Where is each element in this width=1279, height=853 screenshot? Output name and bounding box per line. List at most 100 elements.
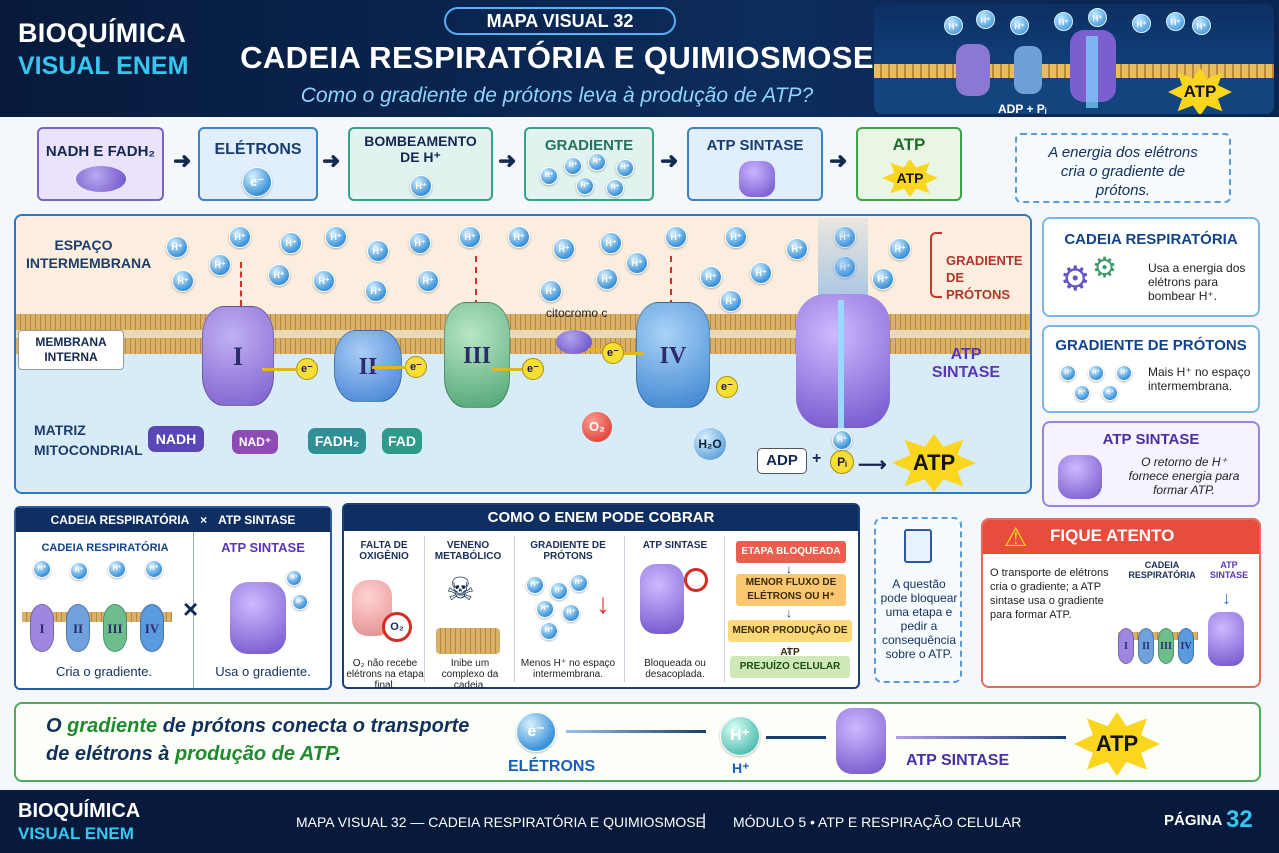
chain-step-2: MENOR FLUXO DE ELÉTRONS OU H⁺ bbox=[736, 574, 846, 606]
atp-synthase-icon bbox=[836, 708, 886, 774]
clipboard-icon bbox=[904, 529, 932, 563]
atp-synthase-icon bbox=[640, 564, 684, 634]
proton-icon: H⁺ bbox=[268, 264, 290, 286]
compare-left-caption: Cria o gradiente. bbox=[55, 664, 153, 679]
enem-col2-caption: Inibe um complexo da cadeia. bbox=[441, 658, 499, 691]
hero-ion: H⁺ bbox=[1088, 8, 1107, 27]
flow-note: A energia dos elétrons cria o gradiente … bbox=[1015, 133, 1231, 203]
proton-icon: H⁺ bbox=[33, 560, 51, 578]
summary-synthase-label: ATP SINTASE bbox=[906, 752, 1010, 769]
hero-adp: ADP + Pᵢ bbox=[998, 102, 1047, 114]
enem-title: COMO O ENEM PODE COBRAR bbox=[344, 505, 858, 531]
atp-synthase-icon bbox=[230, 582, 286, 654]
proton-icon: H⁺ bbox=[410, 175, 432, 197]
proton-icon: H⁺ bbox=[313, 270, 335, 292]
water-icon: H₂O bbox=[694, 428, 726, 460]
footer-module: MÓDULO 5 • ATP E RESPIRAÇÃO CELULAR bbox=[733, 814, 1022, 830]
proton-icon: H⁺ bbox=[600, 232, 622, 254]
side-synthase-title: ATP SINTASE bbox=[1102, 431, 1200, 448]
attention-chain-label: CADEIA RESPIRATÓRIA bbox=[1128, 560, 1196, 580]
compare-right-caption: Usa o gradiente. bbox=[215, 664, 311, 679]
proton-icon: H⁺ bbox=[108, 560, 126, 578]
label-matrix: MATRIZ MITOCONDRIAL bbox=[34, 422, 143, 458]
summary-text: O gradiente de prótons conecta o transpo… bbox=[46, 712, 476, 768]
footer-brand-line1: BIOQUÍMICA bbox=[18, 800, 141, 822]
side-panel-chain: CADEIA RESPIRATÓRIA ⚙ ⚙ Usa a energia do… bbox=[1042, 217, 1260, 317]
proton-icon: H⁺ bbox=[540, 280, 562, 302]
chain-step-3: MENOR PRODUÇÃO DE ATP bbox=[728, 620, 852, 658]
label-cytochrome: citocromo c bbox=[546, 306, 608, 320]
proton-icon: H⁺ bbox=[588, 153, 606, 171]
proton-icon: H⁺ bbox=[280, 232, 302, 254]
attention-title: FIQUE ATENTO bbox=[1050, 526, 1175, 545]
enem-col1-caption: O₂ não recebe elétrons na etapa final. bbox=[346, 658, 424, 691]
proton-icon: H⁺ bbox=[576, 177, 594, 195]
flow-synthase-label: ATP SINTASE bbox=[706, 137, 804, 154]
hero-ion: H⁺ bbox=[944, 16, 963, 35]
proton-icon: H⁺ bbox=[832, 430, 852, 450]
proton-icon: H⁺ bbox=[325, 226, 347, 248]
atp-synthase-icon bbox=[1208, 612, 1244, 666]
versus-x: × bbox=[183, 594, 199, 624]
arrow-icon: ↓ bbox=[786, 642, 792, 656]
electron-icon: e⁻ bbox=[405, 356, 427, 378]
flow-arrow-icon: ➜ bbox=[322, 148, 341, 173]
proton-icon: H⁺ bbox=[1088, 365, 1104, 381]
summary-panel bbox=[14, 702, 1261, 782]
hero-ion: H⁺ bbox=[1192, 16, 1211, 35]
summary-pre: O bbox=[46, 715, 68, 737]
hero-ion: H⁺ bbox=[1166, 12, 1185, 31]
chip-nadh: NADH bbox=[148, 426, 204, 452]
mini-complex-iv: IV bbox=[140, 604, 164, 652]
side-panel-synthase: ATP SINTASE O retorno de H⁺ fornece ener… bbox=[1042, 421, 1260, 507]
proton-icon: H⁺ bbox=[367, 240, 389, 262]
page-title: CADEIA RESPIRATÓRIA E QUIMIOSMOSE bbox=[240, 40, 874, 75]
compare-header-left: CADEIA RESPIRATÓRIA bbox=[50, 513, 189, 527]
adp-label: ADP bbox=[757, 448, 807, 474]
atp-synthase-icon bbox=[1058, 455, 1102, 499]
summary-end: . bbox=[335, 743, 342, 765]
proton-icon: H⁺ bbox=[596, 268, 618, 290]
label-atp-synthase: ATP SINTASE bbox=[931, 346, 1001, 381]
proton-icon: H⁺ bbox=[417, 270, 439, 292]
proton-icon: H⁺ bbox=[1074, 385, 1090, 401]
nadh-molecule-icon bbox=[75, 166, 126, 192]
flow-arrow-icon: ➜ bbox=[173, 148, 192, 173]
enem-col1-title: FALTA DE OXIGÊNIO bbox=[359, 540, 409, 562]
enem-col4-title: ATP SINTASE bbox=[642, 540, 708, 551]
proton-icon: H⁺ bbox=[665, 226, 687, 248]
flow-nadh-label: NADH E FADH₂ bbox=[45, 143, 156, 160]
complex-i: I bbox=[202, 306, 274, 406]
side-gradient-title: GRADIENTE DE PRÓTONS bbox=[1055, 337, 1247, 354]
pump-arrow-icon bbox=[670, 256, 672, 306]
proton-icon: H⁺ bbox=[570, 574, 588, 592]
pump-arrow-icon bbox=[475, 256, 477, 306]
brand-line2: VISUAL ENEM bbox=[18, 52, 189, 80]
hero-ion: H⁺ bbox=[976, 10, 995, 29]
flow-arrow-icon: ➜ bbox=[829, 148, 848, 173]
proton-icon: H⁺ bbox=[292, 594, 308, 610]
proton-icon: H⁺ bbox=[1060, 365, 1076, 381]
mini-complex-iii: III bbox=[1158, 628, 1174, 664]
flow-gradient-box: GRADIENTE H⁺ H⁺ H⁺ H⁺ H⁺ H⁺ bbox=[524, 127, 654, 201]
flow-nadh-box: NADH E FADH₂ bbox=[37, 127, 164, 201]
proton-icon: H⁺ bbox=[606, 179, 624, 197]
arrow-icon: ↓ bbox=[786, 562, 792, 576]
flow-atp-box: ATP ATP bbox=[856, 127, 962, 201]
side-chain-text: Usa a energia dos elétrons para bombear … bbox=[1148, 261, 1246, 303]
arrow-icon: ↓ bbox=[786, 606, 792, 620]
proton-icon: H⁺ bbox=[872, 268, 894, 290]
proton-icon: H⁺ bbox=[616, 159, 634, 177]
electron-icon: e⁻ bbox=[716, 376, 738, 398]
map-pill: MAPA VISUAL 32 bbox=[444, 7, 676, 35]
complex-iii: III bbox=[444, 302, 510, 408]
compare-header-right: ATP SINTASE bbox=[218, 513, 296, 527]
proton-icon: H⁺ bbox=[562, 604, 580, 622]
mini-complex-iii: III bbox=[103, 604, 127, 652]
proton-icon: H⁺ bbox=[536, 600, 554, 618]
label-intermembrane: ESPAÇO INTERMEMBRANA bbox=[26, 237, 152, 271]
proton-icon: H⁺ bbox=[564, 157, 582, 175]
chip-fad: FAD bbox=[382, 428, 422, 454]
hero-ion: H⁺ bbox=[1010, 16, 1029, 35]
mini-complex-ii: II bbox=[1138, 628, 1154, 664]
